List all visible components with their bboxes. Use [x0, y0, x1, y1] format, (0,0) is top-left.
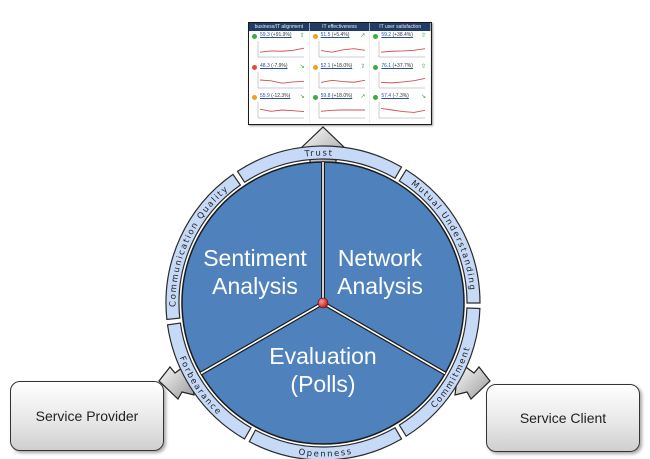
dashboard-column-header: business/IT alignment	[249, 23, 310, 31]
trend-arrow-icon: ⇧	[420, 33, 426, 39]
dashboard-cell: 51.5 (+5.4%) ↗	[310, 31, 371, 62]
sparkline-line	[381, 77, 426, 83]
sector-divider	[322, 302, 446, 375]
status-dot-icon	[312, 34, 318, 39]
sector-label: Analysis	[337, 273, 423, 299]
sector-label: Evaluation	[269, 343, 376, 369]
status-dot-icon	[252, 64, 257, 70]
sparkline-line	[259, 47, 305, 53]
status-dot-icon	[373, 95, 379, 101]
trend-arrow-icon: ↘	[299, 63, 305, 70]
status-dot-icon	[252, 95, 257, 101]
trend-arrow-icon: ↘	[299, 94, 305, 101]
sparkline-line	[320, 48, 365, 53]
status-dot-icon	[252, 34, 257, 39]
metric-value-link[interactable]: 51.5 (+5.4%)	[320, 32, 350, 38]
service-provider-box: Service Provider	[10, 381, 164, 451]
trend-arrow-icon: ↗	[360, 33, 366, 39]
sparkline	[318, 102, 365, 119]
sector-divider	[200, 302, 324, 375]
wheel-sector-network-analysis	[322, 161, 465, 375]
dashboard-cell: 59.3 (+91.9%) ⇧	[249, 31, 310, 62]
metric-value-link[interactable]: 48.3 (-7.9%)	[260, 62, 288, 69]
trend-arrow-icon: ↗	[360, 94, 366, 101]
wheel-sector-sentiment-analysis	[181, 161, 324, 375]
sector-label: (Polls)	[290, 371, 355, 397]
dashboard-cell: 52.1 (+18.0%) ⇧	[310, 61, 371, 93]
ring-segment-trust	[236, 145, 403, 184]
metric-value-link[interactable]: 59.3 (+91.9%)	[260, 32, 292, 38]
dashboard-cell: 59.2 (+38.4%) ⇧	[370, 31, 431, 62]
dashboard-panel: business/IT alignment IT effectiveness I…	[248, 22, 432, 125]
sparkline	[318, 41, 365, 58]
dashboard-cell: 48.3 (-7.9%) ↘	[249, 61, 310, 93]
trend-arrow-icon: ⇧	[299, 33, 305, 39]
service-client-label: Service Client	[519, 410, 607, 426]
trend-arrow-icon: ⇧	[360, 63, 366, 70]
dashboard-header: business/IT alignment IT effectiveness I…	[249, 23, 431, 31]
dashboard-cell: 76.1 (+37.7%) ⇧	[370, 61, 431, 93]
status-dot-icon	[373, 64, 379, 70]
trend-arrow-icon: ⇧	[420, 63, 426, 70]
status-dot-icon	[312, 64, 318, 70]
status-dot-icon	[373, 34, 379, 39]
sector-label: Analysis	[212, 273, 298, 299]
sparkline	[379, 41, 426, 58]
metric-value-link[interactable]: 52.1 (+18.0%)	[320, 62, 353, 69]
metric-value-link[interactable]: 59.8 (+18.0%)	[320, 93, 353, 100]
service-provider-label: Service Provider	[35, 408, 139, 424]
metric-value-link[interactable]: 59.2 (+38.4%)	[381, 32, 413, 38]
analysis-wheel: SentimentAnalysisNetworkAnalysisEvaluati…	[181, 161, 465, 445]
ring-segment-communication-quality	[165, 173, 242, 321]
sparkline	[257, 102, 305, 119]
center-dot	[317, 297, 329, 309]
sparkline	[379, 102, 426, 119]
sector-label: Sentiment	[203, 245, 307, 271]
sector-label: Network	[338, 245, 423, 271]
ring-segment-commitment	[398, 307, 481, 437]
ring-segment-mutual-understanding	[398, 169, 481, 304]
sparkline-line	[259, 109, 305, 113]
ring-segment-label: Openness	[298, 447, 354, 459]
sparkline-line	[381, 108, 426, 114]
sparkline	[257, 41, 305, 58]
dashboard-grid: 59.3 (+91.9%) ⇧ 51.5 (+5.4%) ↗ 59.2 (+38.4%)…	[249, 31, 431, 123]
sparkline-line	[320, 79, 365, 83]
dashboard-cell: 55.9 (-12.3%) ↘	[249, 92, 310, 123]
dashboard-column-header: IT effectiveness	[310, 23, 371, 31]
dashboard-cell: 57.4 (-7.3%) ↘	[370, 92, 431, 123]
ring-segment-label: Trust	[303, 148, 334, 159]
metric-value-link[interactable]: 55.9 (-12.3%)	[260, 93, 291, 100]
sparkline	[379, 71, 426, 88]
sparkline	[318, 71, 365, 88]
metric-value-link[interactable]: 57.4 (-7.3%)	[381, 93, 409, 100]
ring-segment-forbearance	[166, 322, 252, 440]
status-dot-icon	[312, 95, 318, 101]
sparkline-line	[381, 48, 426, 53]
sparkline	[257, 71, 305, 88]
metric-value-link[interactable]: 76.1 (+37.7%)	[381, 62, 413, 69]
sparkline-line	[320, 109, 365, 113]
dashboard-column-header: IT user satisfaction	[370, 23, 431, 31]
trend-arrow-icon: ↘	[420, 94, 426, 101]
ring-segment-openness	[248, 426, 403, 459]
sparkline-line	[259, 79, 305, 84]
service-client-box: Service Client	[486, 384, 640, 452]
dashboard-cell: 59.8 (+18.0%) ↗	[310, 92, 371, 123]
